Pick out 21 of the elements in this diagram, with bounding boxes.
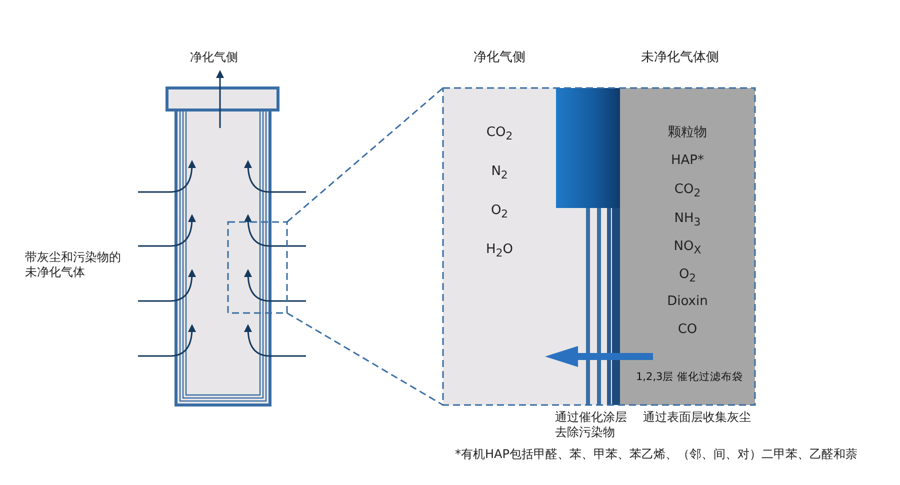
footnote: *有机HAP包括甲醛、苯、甲苯、苯乙烯、（邻、间、对）二甲苯、乙醛和萘 <box>455 447 858 462</box>
gas-name: CO <box>676 322 698 337</box>
gas-name: Dioxin <box>666 294 709 309</box>
gas-name: HAP* <box>670 153 705 168</box>
gas-name: 颗粒物 <box>667 125 708 140</box>
gas-name: H$_{2}$O <box>485 242 514 261</box>
layer-label: 通过催化涂层去除污染物 <box>555 410 628 440</box>
outlet-label: 净化气侧 <box>190 50 238 65</box>
arrow <box>545 346 653 367</box>
layer-label: 通过表面层收集灰尘 <box>643 410 751 425</box>
gas-name: NO$_{X}$ <box>672 239 702 258</box>
panel-heading: 净化气侧 <box>472 50 526 65</box>
gas-name: CO$_{2}$ <box>673 182 702 201</box>
gas-name: O$_{2}$ <box>490 203 510 222</box>
panel-heading: 未净化气体侧 <box>640 50 720 65</box>
inlet-label: 带灰尘和污染物的未净化气体 <box>25 250 122 280</box>
gas-name: O$_{2}$ <box>678 267 698 286</box>
layer-note: 1,2,3层 催化过滤布袋 <box>636 371 744 384</box>
gas-name: N$_{2}$ <box>490 164 509 183</box>
gas-name: CO$_{2}$ <box>485 125 514 144</box>
gas-name: NH$_{3}$ <box>673 211 702 230</box>
